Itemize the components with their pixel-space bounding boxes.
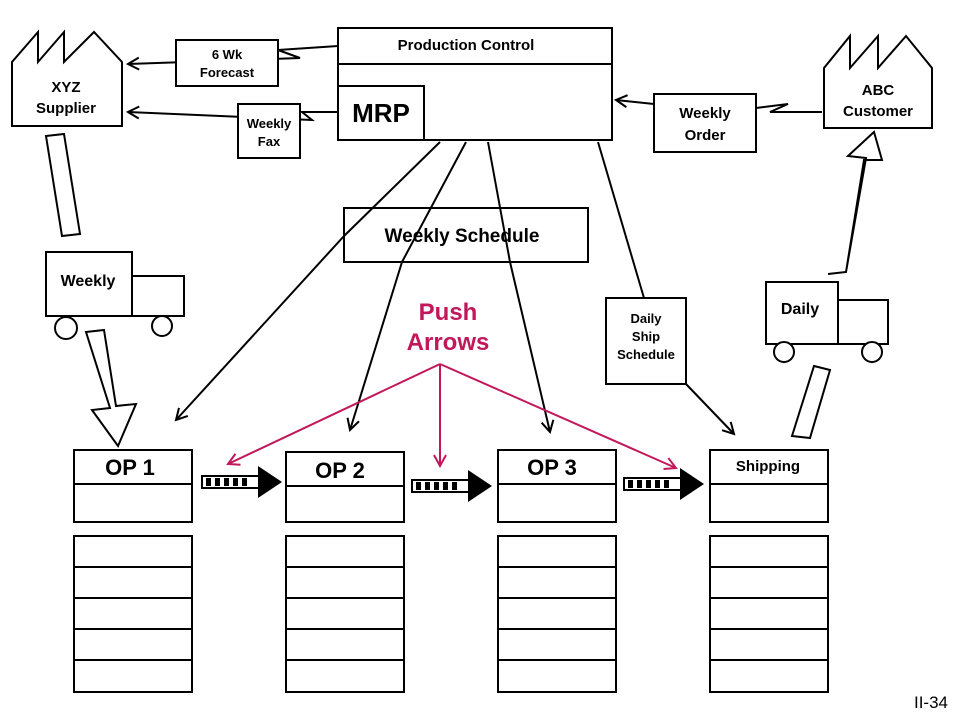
daily-ship-line1: Daily	[630, 311, 662, 326]
shipping-out-arrow	[790, 364, 832, 440]
supplier-label-line2: Supplier	[36, 100, 96, 117]
supplier-truck-label: Weekly	[61, 273, 116, 290]
weekly-schedule-label: Weekly Schedule	[385, 226, 540, 247]
process-title-shipping: Shipping	[736, 458, 800, 475]
schedule-arrows	[176, 141, 734, 434]
receiving-arrow	[84, 328, 138, 449]
production-control-box: Production Control MRP	[337, 27, 613, 141]
push-arrow-shipping	[439, 363, 676, 468]
supplier-truck: Weekly	[45, 251, 185, 340]
process-op2: OP 2	[285, 451, 405, 523]
supplier-factory: XYZ Supplier	[11, 29, 123, 127]
forecast-line2: Forecast	[200, 65, 255, 80]
push-label-line1: Push	[419, 299, 478, 326]
process-op3: OP 3	[497, 449, 617, 523]
customer-label-line1: ABC	[862, 82, 895, 99]
push-flow-op3-shipping	[623, 468, 704, 500]
supplier-label-line1: XYZ	[51, 79, 80, 96]
data-box-op3	[497, 535, 617, 693]
push-arrow-op1	[228, 363, 441, 464]
daily-ship-line2: Ship	[632, 329, 660, 344]
process-shipping: Shipping	[709, 449, 829, 523]
customer-delivery-arrow	[827, 130, 884, 275]
weekly-fax-line2: Fax	[258, 134, 281, 149]
page-number: II-34	[914, 693, 948, 712]
push-arrows-annotation: Push Arrows	[228, 299, 676, 468]
weekly-fax-flow: Weekly Fax	[128, 103, 338, 159]
weekly-schedule-box: Weekly Schedule	[343, 207, 589, 263]
process-title-op2: OP 2	[315, 458, 365, 483]
process-op1: OP 1	[73, 449, 193, 523]
daily-ship-schedule-box: Daily Ship Schedule	[605, 297, 687, 385]
customer-truck-label: Daily	[781, 301, 819, 318]
forecast-flow: 6 Wk Forecast	[128, 39, 339, 87]
process-title-op3: OP 3	[527, 455, 577, 480]
weekly-order-box	[653, 93, 757, 153]
weekly-fax-box	[237, 103, 301, 159]
mrp-label: MRP	[352, 98, 410, 128]
data-box-op2	[285, 535, 405, 693]
push-flow-op2-op3	[411, 470, 492, 502]
process-title-op1: OP 1	[105, 455, 155, 480]
weekly-order-flow: Weekly Order	[616, 93, 822, 153]
push-flow-op1-op2	[201, 466, 282, 498]
customer-factory: ABC Customer	[823, 33, 933, 129]
daily-ship-line3: Schedule	[617, 347, 675, 362]
weekly-fax-line1: Weekly	[247, 116, 292, 131]
weekly-order-line2: Order	[685, 127, 726, 144]
push-label-line2: Arrows	[407, 329, 490, 356]
production-control-title: Production Control	[398, 37, 535, 54]
forecast-line1: 6 Wk	[212, 47, 243, 62]
data-box-shipping	[709, 535, 829, 693]
supplier-shipment-arrow	[44, 132, 82, 238]
customer-label-line2: Customer	[843, 103, 913, 120]
weekly-order-line1: Weekly	[679, 105, 731, 122]
forecast-box	[175, 39, 279, 87]
data-box-op1	[73, 535, 193, 693]
customer-truck: Daily	[765, 281, 889, 363]
